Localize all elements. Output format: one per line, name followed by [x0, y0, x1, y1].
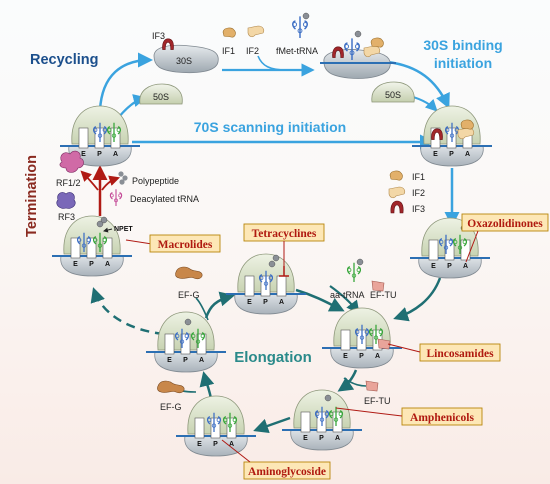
svg-text:Lincosamides: Lincosamides [426, 348, 494, 360]
svg-text:RF3: RF3 [58, 212, 75, 222]
arrow-if-join [257, 55, 287, 71]
arrow-tetracycline-to-decoding [295, 288, 345, 312]
arrow-to-translocation [253, 416, 291, 434]
arrow-efg-release-left [195, 297, 209, 321]
ef-tu-factor-top: EF-TU [370, 280, 397, 300]
drug-oxazolidinones: Oxazolidinones [461, 213, 549, 263]
ribosome-lincosamides [321, 307, 403, 369]
arrow-cycle-continue [204, 291, 235, 319]
svg-text:Deacylated tRNA: Deacylated tRNA [130, 194, 199, 204]
legend-if2: IF2 [388, 186, 425, 199]
svg-text:50S: 50S [153, 92, 169, 102]
svg-text:Aminoglycoside: Aminoglycoside [248, 466, 326, 478]
svg-text:Tetracyclines: Tetracyclines [252, 228, 317, 240]
ribosome-aminoglycoside [175, 395, 257, 457]
arrow-30s-binding-to-70s [387, 60, 450, 109]
stage-recycling: Recycling [30, 52, 99, 68]
efg-factor-left: EF-G [175, 266, 203, 300]
svg-text:aa-tRNA: aa-tRNA [330, 290, 365, 300]
svg-text:RF1/2: RF1/2 [56, 178, 81, 188]
drug-aminoglycoside: Aminoglycoside [221, 439, 331, 480]
svg-text:EF-G: EF-G [160, 402, 182, 412]
drug-tetracyclines: Tetracyclines [243, 223, 325, 266]
stage-70s-scanning-initiation: 70S scanning initiation [194, 119, 346, 135]
npet-pointer [103, 227, 113, 233]
svg-text:30S: 30S [176, 56, 192, 66]
tetracyclines-inhibition-mark [279, 266, 289, 277]
svg-text:Macrolides: Macrolides [158, 239, 213, 251]
polypeptide: Polypeptide [118, 171, 179, 186]
stage-elongation: Elongation [234, 349, 312, 366]
arrow-to-termination-dashed [90, 287, 165, 336]
ribosome-termination [51, 215, 133, 277]
deacylated-trna: Deacylated tRNA [109, 188, 199, 207]
stage-30s-binding-initiation-line2: initiation [434, 55, 492, 71]
legend-if1: IF1 [389, 170, 425, 182]
ribosome-tetracyclines [225, 253, 307, 315]
rf12-factor: RF1/2 [56, 150, 84, 188]
efg-factor-bottom: EF-G [157, 380, 185, 412]
svg-text:Amphenicols: Amphenicols [410, 412, 474, 424]
drug-amphenicols: Amphenicols [335, 407, 483, 426]
ribosome-translocation-upper [145, 311, 227, 373]
stage-30s-binding-initiation-line1: 30S binding [423, 37, 502, 53]
svg-text:IF3: IF3 [152, 31, 165, 41]
svg-text:fMet-tRNA: fMet-tRNA [276, 46, 318, 56]
aa-trna: aa-tRNA [330, 258, 365, 300]
subunit-30s: 30S [153, 44, 219, 74]
ef-tu-factor-bottom: EF-TU [364, 380, 391, 406]
drug-lincosamides: Lincosamides [387, 343, 501, 362]
svg-text:Polypeptide: Polypeptide [132, 176, 179, 186]
svg-text:EF-TU: EF-TU [364, 396, 391, 406]
subunit-50s-right: 50S [371, 81, 415, 103]
if1-factor-top: IF1 [222, 27, 236, 56]
arrow-decoding-to-peptide-bond [337, 369, 358, 392]
arrow-polypeptide-release [101, 175, 121, 191]
arrow-eftu-release [343, 377, 367, 387]
svg-text:IF2: IF2 [412, 188, 425, 198]
svg-text:EF-TU: EF-TU [370, 290, 397, 300]
ribosome-amphenicols [281, 389, 363, 451]
svg-text:IF3: IF3 [412, 204, 425, 214]
fmet-trna: fMet-tRNA [276, 12, 318, 56]
ribosome-70s-initiation [411, 105, 493, 167]
svg-text:Oxazolidinones: Oxazolidinones [467, 218, 543, 230]
svg-text:IF2: IF2 [246, 46, 259, 56]
initiation-complex-30s [320, 30, 396, 79]
svg-text:EF-G: EF-G [178, 290, 200, 300]
arrow-rf-release [80, 170, 99, 191]
drug-macrolides: Macrolides [125, 234, 221, 253]
rf3-factor: RF3 [56, 192, 76, 222]
arrow-recycling-to-30s [98, 52, 153, 111]
legend-if3: IF3 [390, 200, 425, 214]
if2-factor-top: IF2 [246, 25, 265, 56]
if3-factor-top: IF3 [152, 31, 174, 50]
npet-label: NPET [114, 226, 133, 233]
stage-termination: Termination [24, 155, 40, 237]
svg-text:50S: 50S [385, 90, 401, 100]
svg-text:IF1: IF1 [222, 46, 235, 56]
subunit-50s-left: 50S [139, 83, 183, 105]
svg-text:IF1: IF1 [412, 172, 425, 182]
arrow-to-decoding [393, 277, 442, 322]
